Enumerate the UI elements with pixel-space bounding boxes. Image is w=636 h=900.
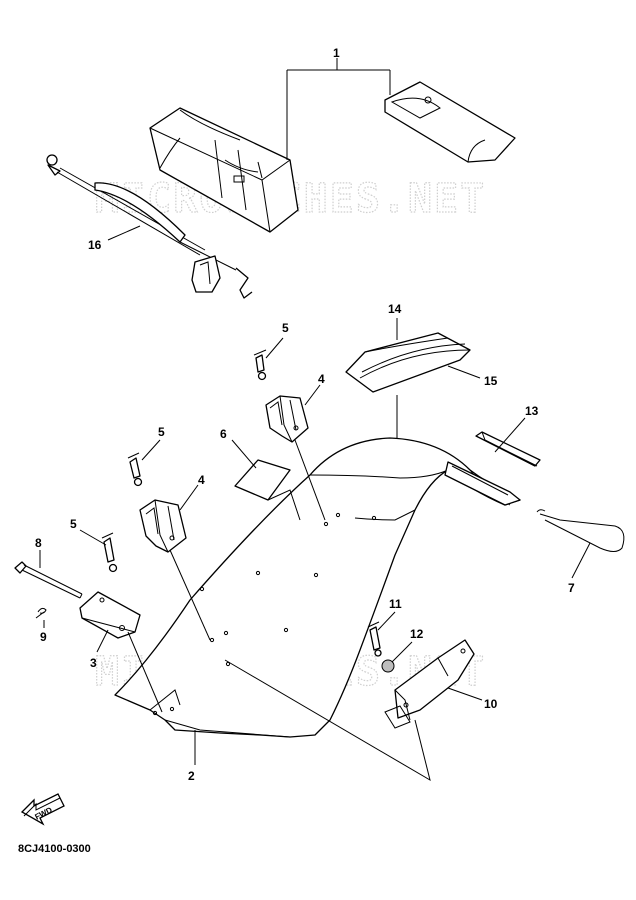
tool-bag-flat bbox=[384, 81, 516, 163]
callout-8: 8 bbox=[35, 536, 42, 550]
leader-15 bbox=[447, 365, 481, 379]
leader-4-lower-to-fender bbox=[169, 549, 211, 641]
drawing-code: 8CJ4100-0300 bbox=[18, 843, 91, 855]
wire-hook bbox=[536, 509, 625, 552]
leader-1 bbox=[286, 58, 391, 160]
leader-12 bbox=[391, 641, 413, 663]
label-sticker bbox=[234, 459, 291, 501]
leader-11 bbox=[377, 611, 396, 631]
leader-16 bbox=[107, 225, 141, 241]
callout-16: 16 bbox=[88, 238, 102, 252]
callout-2: 2 bbox=[188, 769, 195, 783]
leader-5-mid bbox=[141, 439, 161, 461]
callout-4-upper: 4 bbox=[318, 372, 325, 386]
top-pad bbox=[345, 332, 471, 393]
leader-4-upper bbox=[304, 384, 321, 406]
callout-14: 14 bbox=[388, 302, 402, 316]
bar-13 bbox=[475, 431, 541, 467]
long-bolt-8 bbox=[14, 561, 83, 599]
leader-4-lower bbox=[179, 484, 199, 511]
strap-band bbox=[46, 154, 253, 299]
callout-5-upper: 5 bbox=[282, 321, 289, 335]
callout-6: 6 bbox=[220, 427, 227, 441]
callout-10: 10 bbox=[484, 697, 498, 711]
bolt-5-upper bbox=[253, 349, 267, 381]
callout-3: 3 bbox=[90, 656, 97, 670]
clip-9 bbox=[35, 607, 47, 619]
leader-6 bbox=[231, 439, 257, 469]
rear-fender bbox=[114, 437, 521, 738]
leader-10 bbox=[447, 687, 483, 701]
callout-9: 9 bbox=[40, 630, 47, 644]
callout-1: 1 bbox=[333, 46, 340, 60]
leader-4-upper-to-fender bbox=[294, 439, 326, 521]
screw-11 bbox=[367, 621, 382, 657]
nut-12 bbox=[381, 659, 395, 673]
bolt-5-lower bbox=[101, 532, 118, 573]
stay-3 bbox=[79, 591, 141, 639]
leader-5-upper bbox=[265, 337, 284, 359]
bolt-5-mid bbox=[127, 452, 143, 487]
bracket-4-upper bbox=[265, 395, 309, 443]
leader-13 bbox=[494, 417, 526, 453]
callout-4-lower: 4 bbox=[198, 473, 205, 487]
leader-5-lower bbox=[79, 529, 107, 546]
fwd-arrow-icon: FWD bbox=[20, 793, 65, 826]
leader-3-to-fender bbox=[127, 631, 163, 713]
callout-5-mid: 5 bbox=[158, 425, 165, 439]
callout-11: 11 bbox=[389, 597, 402, 611]
bracket-10 bbox=[384, 639, 475, 729]
guide-triangle bbox=[224, 659, 431, 782]
callout-13: 13 bbox=[525, 404, 539, 418]
callout-15: 15 bbox=[484, 374, 498, 388]
tool-bag-rolled bbox=[149, 107, 299, 233]
leader-6-to-fender bbox=[267, 489, 301, 521]
callout-12: 12 bbox=[410, 627, 424, 641]
leader-7 bbox=[571, 542, 591, 579]
callout-7: 7 bbox=[568, 581, 575, 595]
leader-3 bbox=[96, 629, 109, 653]
callout-5-lower: 5 bbox=[70, 517, 77, 531]
bracket-4-lower bbox=[139, 499, 187, 553]
